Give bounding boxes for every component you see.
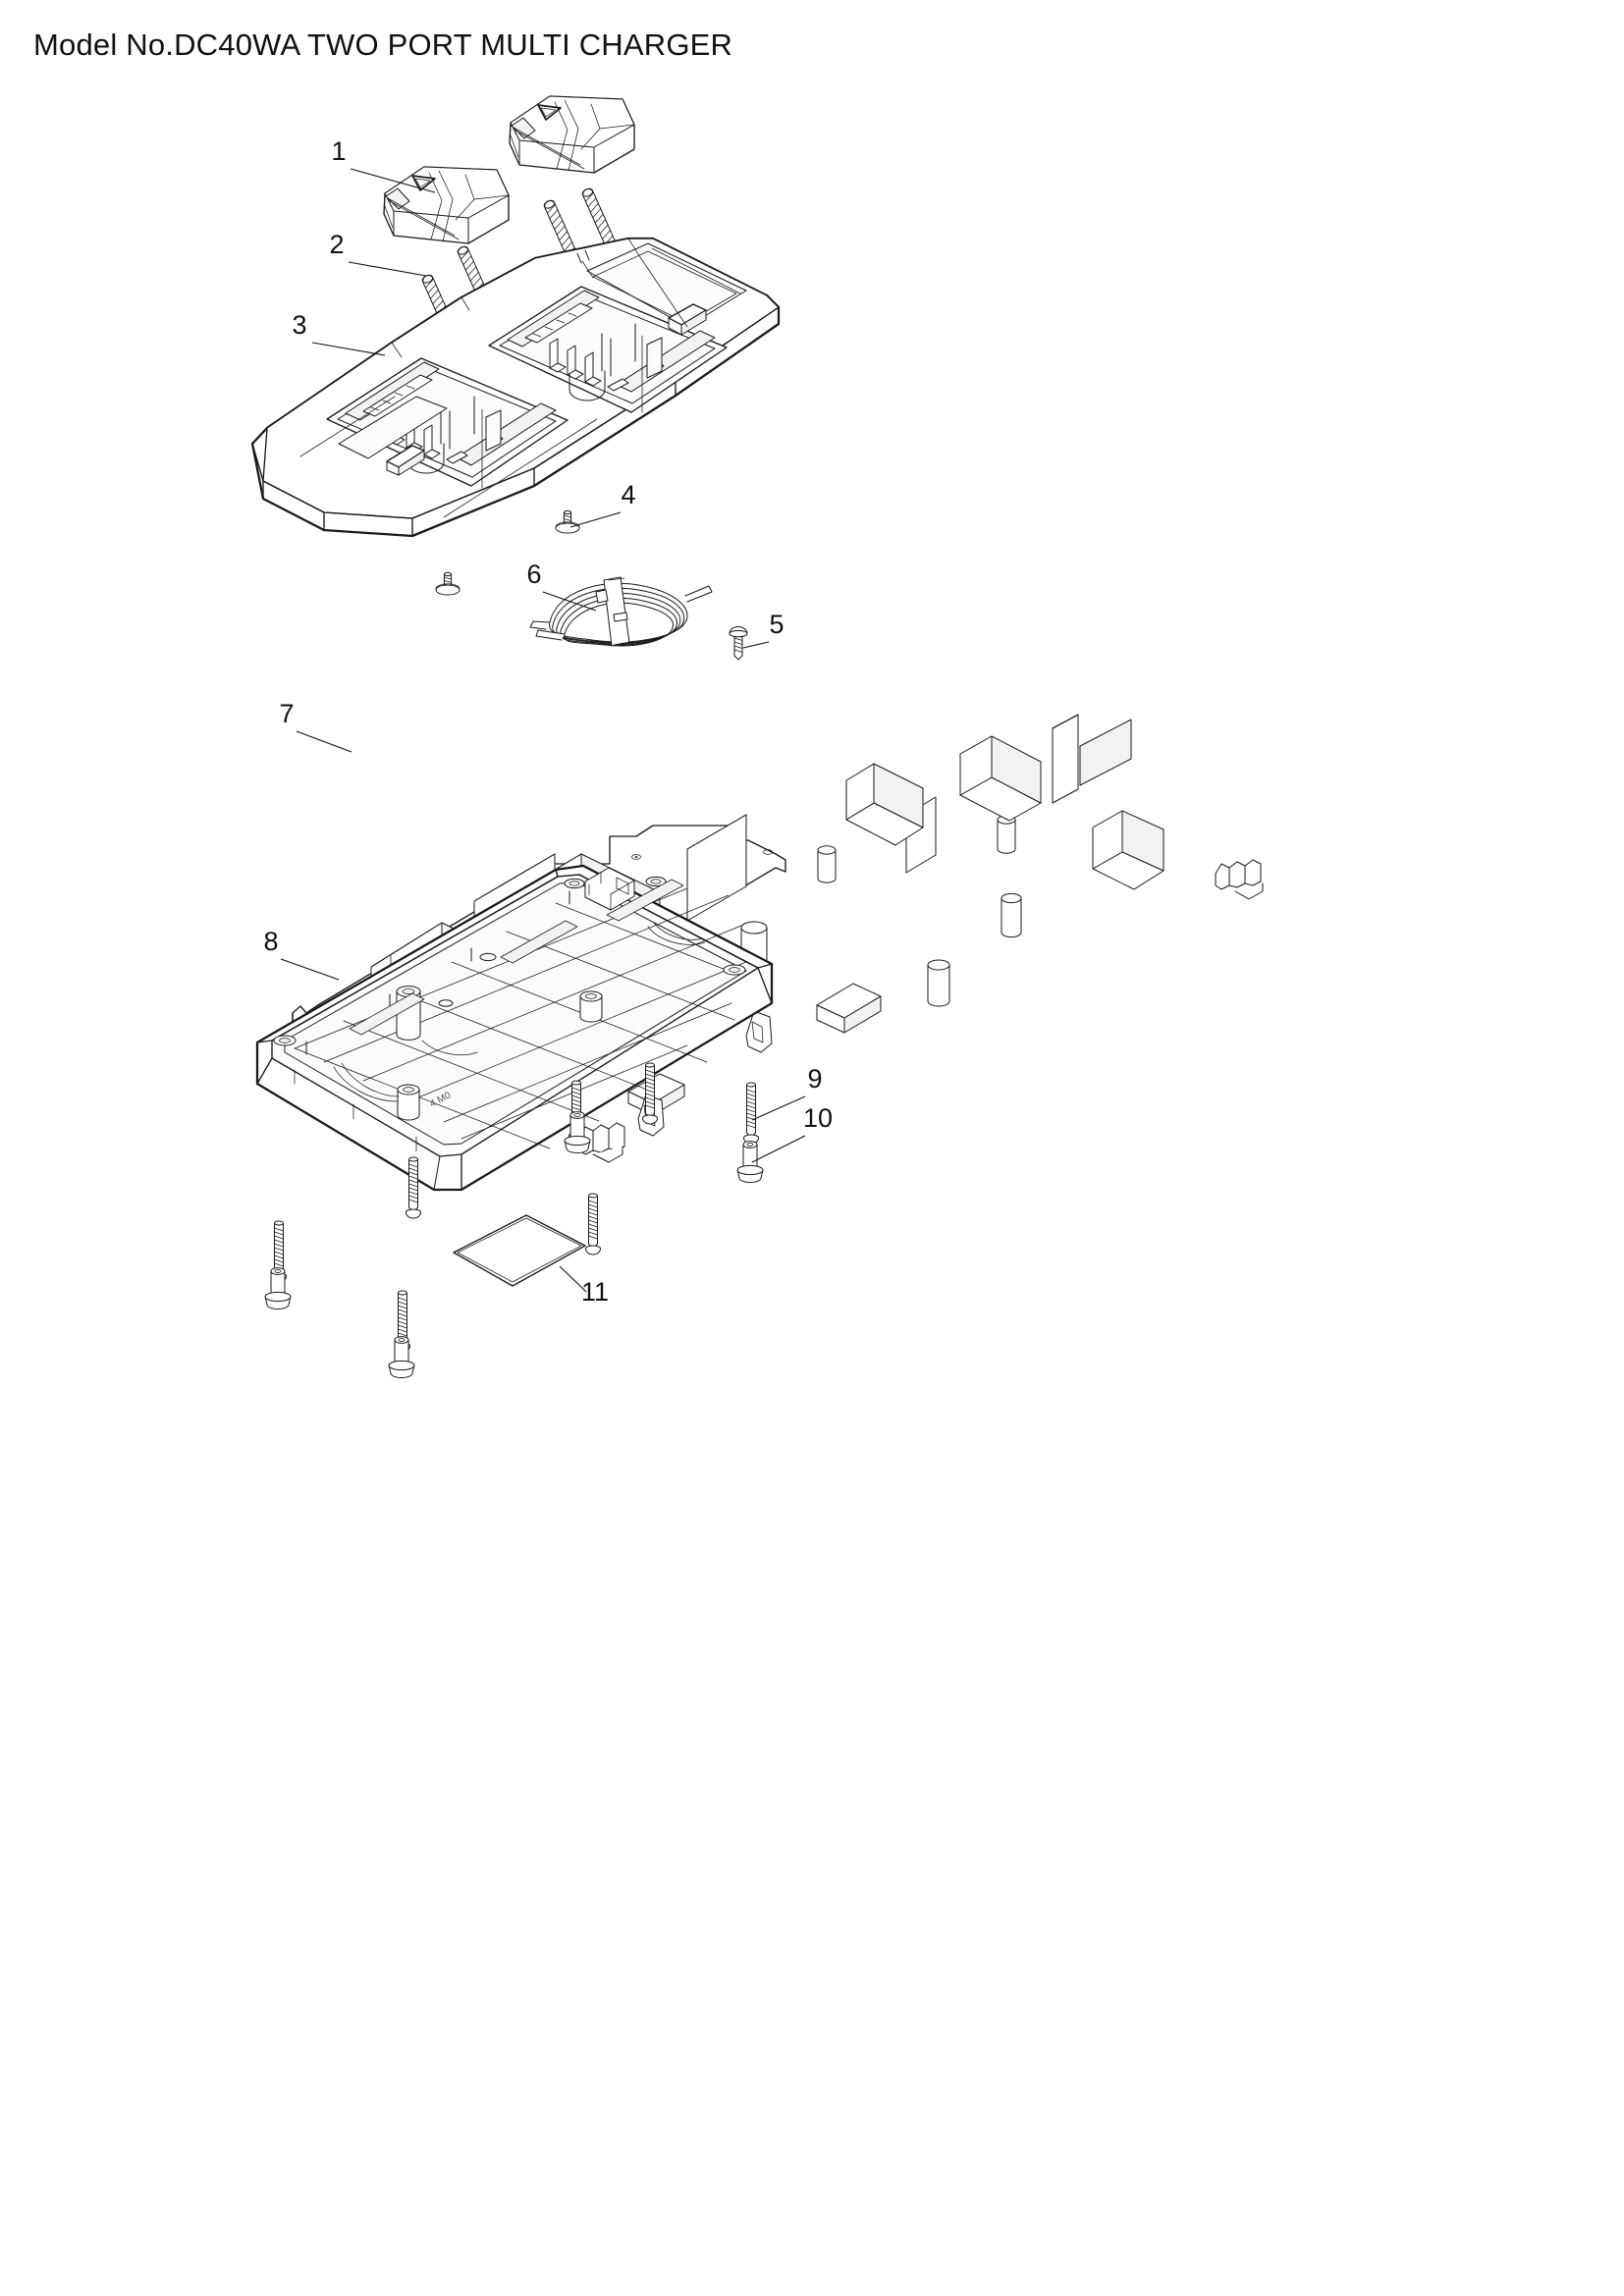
terminal-cover-cap-front bbox=[383, 166, 510, 244]
callout-8: 8 bbox=[263, 927, 340, 981]
callout-number-5: 5 bbox=[769, 610, 784, 639]
callout-number-3: 3 bbox=[292, 310, 306, 340]
callout-layer: 1 2 3 4 5 6 7 bbox=[263, 136, 833, 1307]
terminal-cover-cap-rear bbox=[509, 95, 635, 174]
callout-9: 9 bbox=[751, 1064, 823, 1121]
part-nameplate-label bbox=[453, 1214, 586, 1287]
callout-number-11: 11 bbox=[581, 1277, 609, 1307]
housing-cord-entry bbox=[584, 867, 635, 911]
part-tapping-screw-5 bbox=[729, 626, 748, 661]
callout-number-1: 1 bbox=[331, 136, 346, 166]
pcb-block-components bbox=[627, 810, 1164, 1116]
callout-11: 11 bbox=[559, 1265, 609, 1307]
callout-1: 1 bbox=[331, 136, 436, 193]
callout-number-4: 4 bbox=[621, 480, 635, 509]
part-power-cord bbox=[529, 576, 713, 647]
callout-number-6: 6 bbox=[526, 560, 541, 589]
callout-5: 5 bbox=[742, 610, 785, 649]
callout-number-9: 9 bbox=[807, 1064, 822, 1094]
long-screw-3 bbox=[743, 1082, 759, 1145]
part-upper-housing bbox=[250, 237, 781, 538]
long-screw-5 bbox=[585, 1193, 601, 1255]
part-terminal-cover-caps bbox=[383, 95, 635, 244]
rubber-foot-3 bbox=[264, 1267, 292, 1309]
callout-4: 4 bbox=[569, 480, 636, 528]
part-lower-housing: 4 M0 bbox=[255, 864, 774, 1192]
callout-7: 7 bbox=[279, 699, 352, 753]
callout-2: 2 bbox=[329, 230, 427, 277]
part-pan-head-screw-b bbox=[435, 571, 460, 596]
callout-6: 6 bbox=[526, 560, 597, 612]
callout-number-10: 10 bbox=[803, 1103, 833, 1133]
callout-number-7: 7 bbox=[279, 699, 294, 728]
battery-port-rear bbox=[488, 286, 728, 413]
rubber-foot-4 bbox=[388, 1336, 415, 1378]
callout-number-8: 8 bbox=[263, 927, 278, 956]
callout-10: 10 bbox=[751, 1103, 833, 1163]
callout-3: 3 bbox=[292, 310, 386, 356]
rubber-foot-2 bbox=[736, 1141, 764, 1183]
part-pan-head-screw-a bbox=[555, 509, 580, 534]
callout-number-2: 2 bbox=[329, 230, 344, 259]
page-title: Model No.DC40WA TWO PORT MULTI CHARGER bbox=[33, 27, 733, 62]
